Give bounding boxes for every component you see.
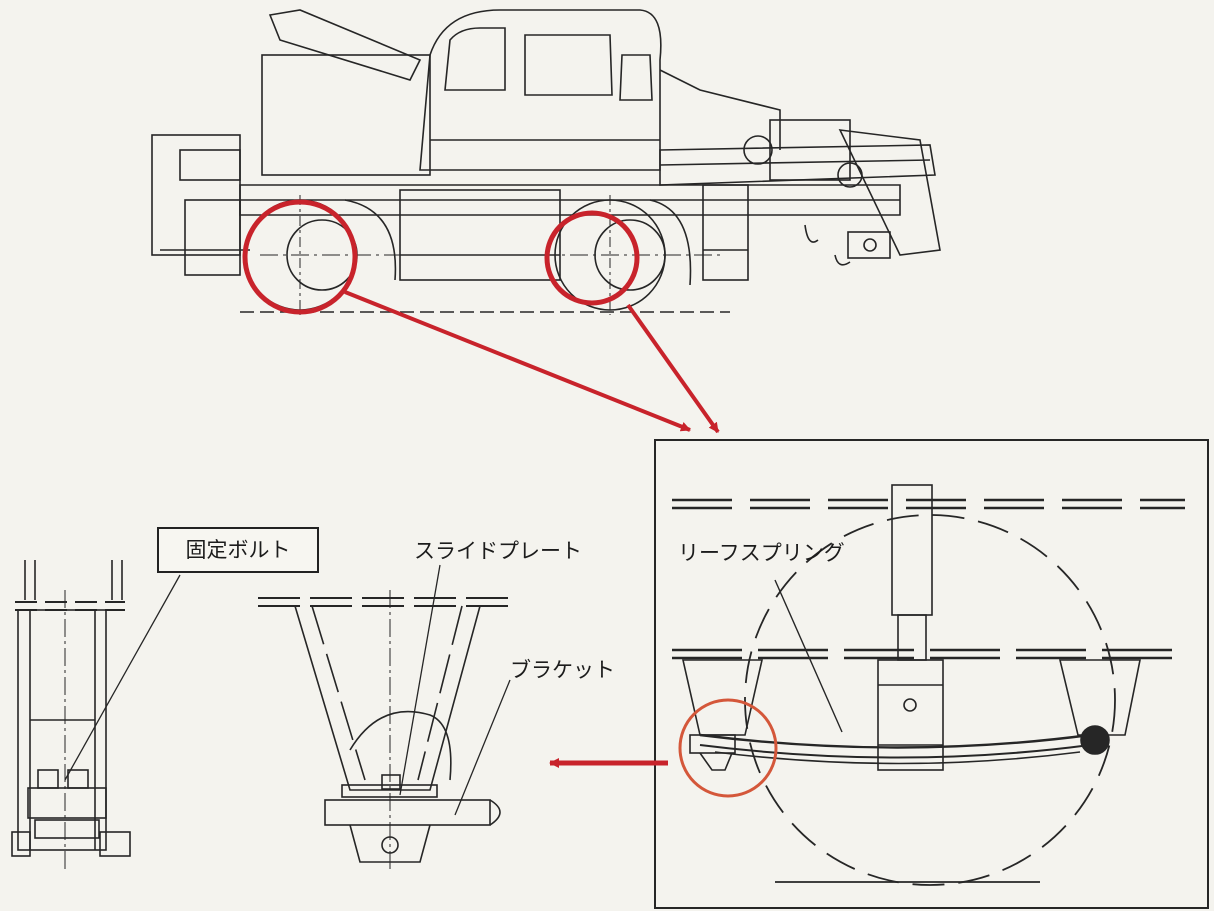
pointer-arrow-front: [626, 303, 720, 434]
crane-rear-counterweight: [151, 134, 241, 256]
leaf-spring: [699, 733, 1091, 749]
leaf-spring-detail: [654, 439, 1209, 909]
wheel-outline-dashed: [744, 514, 1116, 886]
fixing-bolt-label-box: 固定ボルト: [157, 527, 319, 573]
crane-cab: [419, 9, 662, 171]
crane-center-box: [399, 189, 561, 281]
crane-boom: [659, 144, 936, 186]
slide-plate-label: スライドプレート: [414, 539, 582, 563]
bracket-label: ブラケット: [510, 658, 615, 682]
bracket-front-view: [258, 564, 512, 870]
bracket-outline: [294, 605, 481, 791]
bracket-side-view: [11, 560, 181, 870]
highlight-circle-front-axle: [544, 210, 640, 306]
highlight-circle-rear-axle: [242, 199, 358, 315]
detail-frame: [654, 439, 1209, 909]
crane-front-outrigger: [702, 184, 749, 281]
axle-housing: [877, 659, 944, 771]
suspension-cylinder: [891, 484, 933, 616]
leaf-spring-label: リーフスプリング: [678, 541, 845, 565]
crane-boom-head: [743, 119, 941, 266]
spring-bracket-left: [681, 659, 764, 736]
pointer-arrow-rear: [344, 290, 691, 432]
slide-plate-curve: [349, 710, 452, 781]
highlight-circle-bracket: [678, 698, 778, 798]
fixing-bolt-label: 固定ボルト: [185, 537, 291, 562]
spring-eye: [1080, 725, 1110, 755]
spring-bracket-right: [1058, 659, 1141, 736]
crane-side-view: [151, 9, 941, 315]
crane-boom-base: [261, 54, 431, 176]
